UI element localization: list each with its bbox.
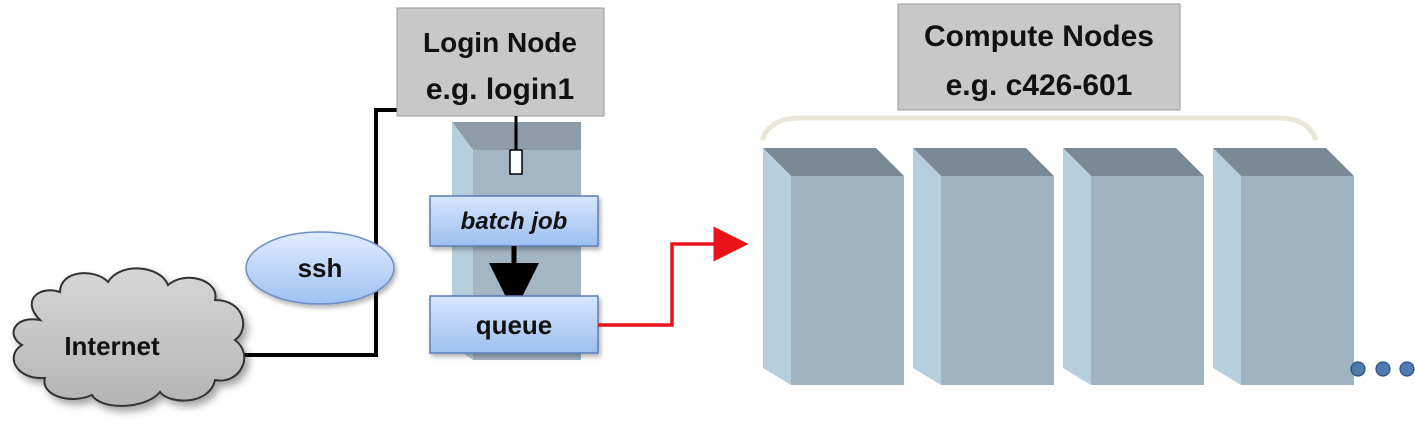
login-node-title: Login Node bbox=[423, 27, 577, 58]
compute-node-3 bbox=[1063, 148, 1204, 385]
compute-node-4 bbox=[1213, 148, 1354, 385]
ssh-label: ssh bbox=[298, 253, 343, 283]
compute-nodes-title: Compute Nodes bbox=[924, 20, 1154, 53]
queue-label: queue bbox=[476, 310, 553, 340]
compute-nodes-example: e.g. c426-601 bbox=[946, 69, 1133, 102]
batch-job-label: batch job bbox=[461, 208, 568, 235]
compute-node-1 bbox=[763, 148, 904, 385]
more-nodes-ellipsis bbox=[1350, 361, 1415, 377]
compute-nodes-label-box bbox=[897, 3, 1181, 111]
compute-nodes-brace bbox=[759, 115, 1319, 141]
login-node-label-box bbox=[396, 7, 605, 117]
compute-node-2 bbox=[913, 148, 1054, 385]
internet-to-login-line bbox=[238, 108, 398, 357]
internet-label: Internet bbox=[64, 331, 160, 361]
ssh-ellipse bbox=[245, 231, 395, 305]
login-node-example: e.g. login1 bbox=[426, 73, 574, 106]
login-port bbox=[509, 149, 523, 175]
queue-to-compute-arrow bbox=[598, 226, 749, 327]
queue-box bbox=[429, 295, 599, 354]
batch-job-box bbox=[429, 195, 599, 247]
internet-cloud bbox=[12, 267, 246, 407]
